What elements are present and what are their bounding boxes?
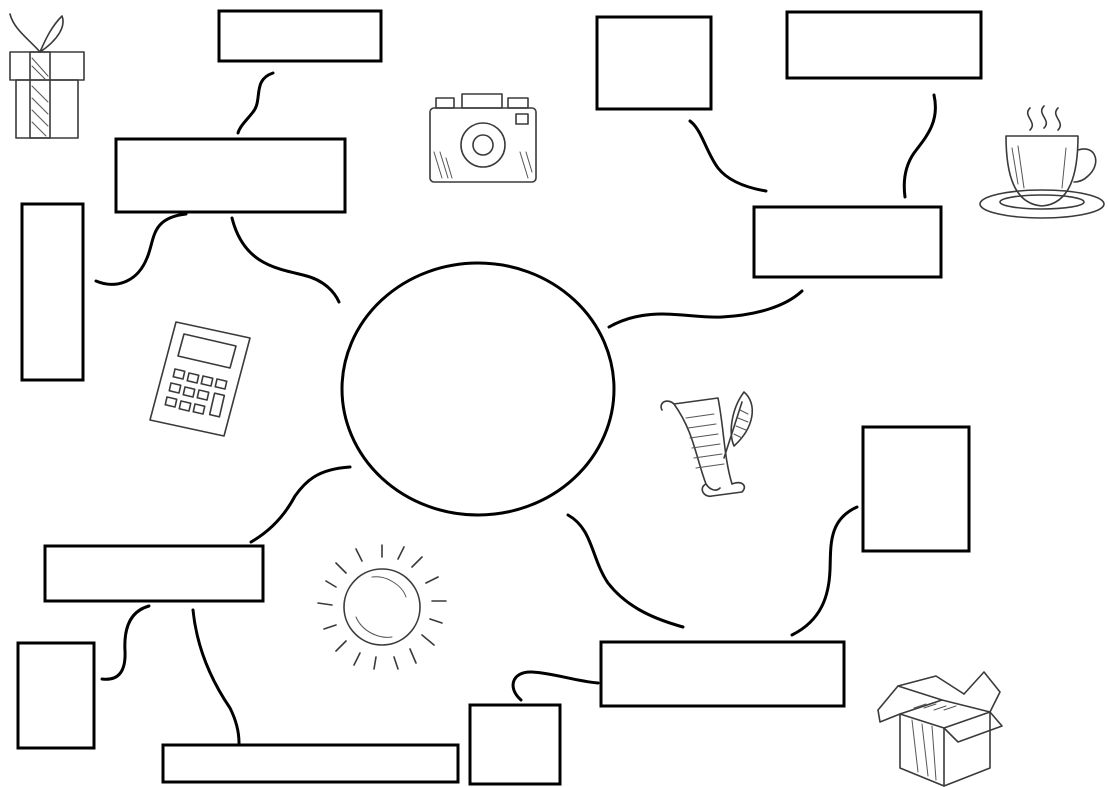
node-right[interactable]: [752, 205, 943, 279]
connector-topright-small: [688, 119, 768, 193]
node-right-tall[interactable]: [861, 425, 971, 553]
connector-right-center: [607, 289, 804, 329]
connectors: [94, 71, 937, 745]
node-left-tall[interactable]: [20, 202, 85, 382]
node-bottom-square[interactable]: [468, 703, 562, 786]
camera-icon: [429, 93, 537, 183]
node-boxes: [16, 9, 983, 786]
node-top-right-small[interactable]: [595, 15, 713, 111]
node-bottom-left-small[interactable]: [16, 641, 96, 750]
node-top-left-child[interactable]: [217, 9, 383, 63]
connector-topleft-child: [236, 71, 275, 135]
connector-bottomleft-small: [100, 604, 151, 681]
node-bottom-left[interactable]: [43, 544, 265, 603]
open-box-icon: [877, 671, 1003, 787]
node-bottom-right[interactable]: [599, 640, 846, 708]
connector-topleft-center: [230, 216, 341, 304]
sun-icon: [317, 544, 447, 670]
node-top-right-wide[interactable]: [785, 10, 983, 80]
gift-icon: [9, 13, 85, 139]
connector-righttall-bottomright: [790, 505, 859, 637]
connector-center-bottomleft: [249, 465, 352, 544]
connector-topright-wide: [902, 93, 937, 199]
node-bottom-wide[interactable]: [161, 743, 460, 784]
scroll-quill-icon: [660, 391, 753, 498]
node-top-left[interactable]: [114, 137, 347, 214]
connector-bottomright-square: [511, 670, 600, 702]
connector-topleft-lefttall: [94, 212, 188, 286]
connector-center-bottomright: [566, 513, 685, 629]
coffee-cup-icon: [979, 105, 1105, 219]
center-node[interactable]: [340, 261, 616, 517]
calculator-icon: [149, 321, 251, 437]
connector-bottomleft-wide: [191, 608, 241, 745]
